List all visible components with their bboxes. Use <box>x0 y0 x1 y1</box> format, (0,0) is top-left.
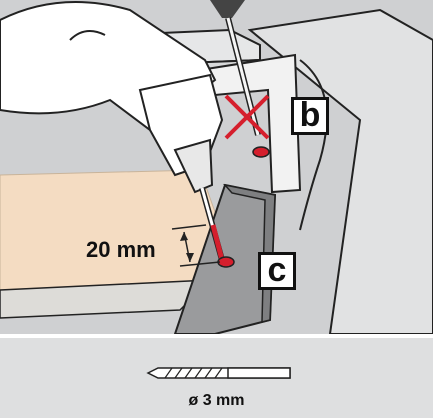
drill-bit-size-label: ø 3 mm <box>188 392 245 409</box>
wood-base <box>0 279 212 319</box>
hole-b <box>252 146 270 158</box>
label-c: c <box>258 252 296 290</box>
drill-detail <box>69 30 106 41</box>
drill-bit-icon <box>146 367 291 379</box>
dimension-arrowhead-top <box>180 232 188 241</box>
drill-bit-legend <box>0 338 433 418</box>
cross-mark-2 <box>224 94 270 140</box>
panel-curve <box>299 59 328 231</box>
drilling-scene <box>0 0 433 334</box>
dimension-label: 20 mm <box>86 237 156 262</box>
dimension-line-top <box>171 224 207 230</box>
divider <box>0 334 433 338</box>
wall-panel <box>247 8 433 334</box>
screwdriver-shaft-highlight <box>226 17 260 136</box>
wood-block <box>0 169 226 291</box>
dimension-arrowhead-bottom <box>186 253 194 262</box>
label-b: b <box>291 97 329 135</box>
dimension-line-bottom <box>179 261 221 267</box>
screwdriver-handle <box>210 0 245 18</box>
drill-bit-tip <box>210 224 225 261</box>
hole-c <box>217 256 235 268</box>
chuck-tip <box>173 138 214 194</box>
illustration-panel: b c 20 mm <box>0 0 433 334</box>
